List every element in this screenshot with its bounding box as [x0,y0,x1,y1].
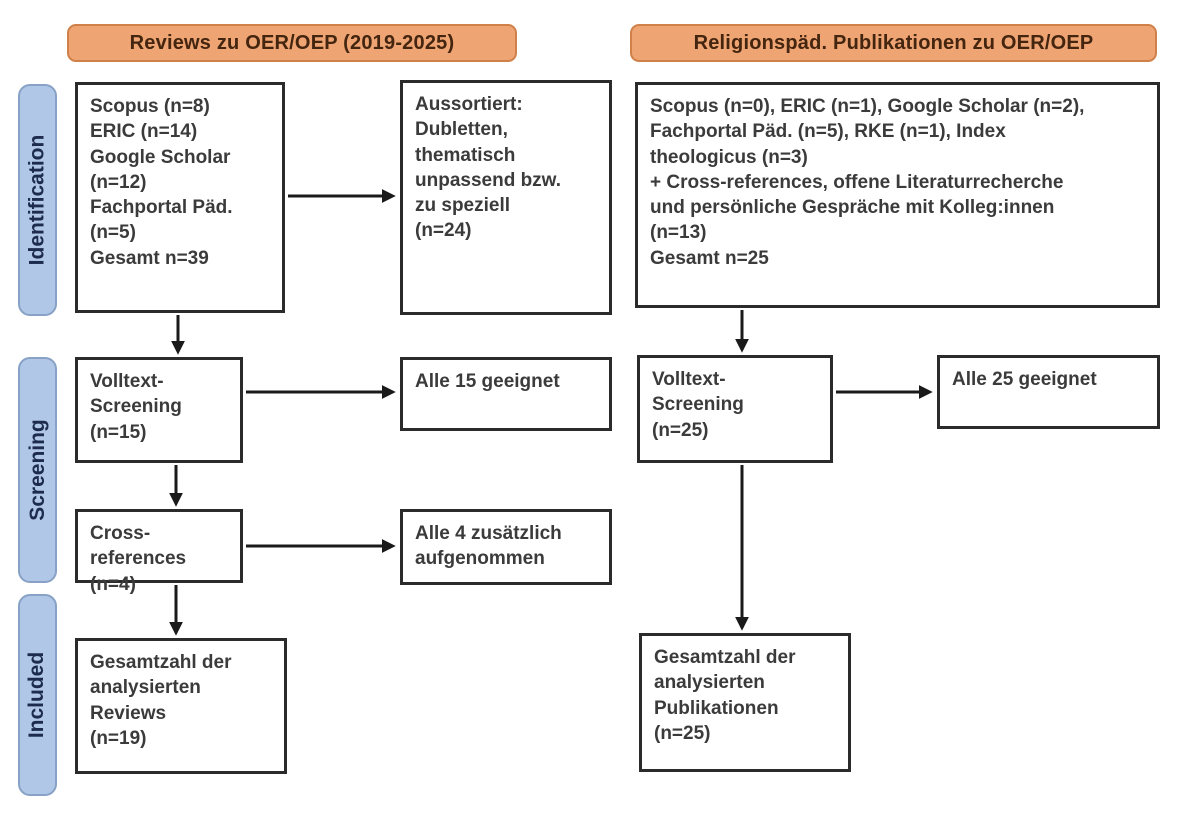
box-left-included-total: Gesamtzahl der analysierten Reviews (n=1… [75,638,287,774]
box-left-cross-references: Cross-references (n=4) [75,509,243,595]
box-left-identification-sources: Scopus (n=8) ERIC (n=14) Google Scholar … [75,82,285,313]
column-header-religionspaed-label: Religionspäd. Publikationen zu OER/OEP [693,31,1094,54]
column-header-reviews: Reviews zu OER/OEP (2019-2025) [67,24,517,62]
box-right-included-total: Gesamtzahl der analysierten Publikatione… [639,633,851,772]
column-header-reviews-label: Reviews zu OER/OEP (2019-2025) [129,31,455,54]
box-left-all-eligible: Alle 15 geeignet [400,357,612,431]
stage-label-screening: Screening [25,419,49,521]
column-header-religionspaed: Religionspäd. Publikationen zu OER/OEP [630,24,1157,62]
stage-label-identification: Identification [25,134,49,266]
box-right-all-eligible: Alle 25 geeignet [937,355,1160,429]
stage-bar-identification: Identification [18,84,57,316]
stage-bar-included: Included [18,594,57,796]
box-left-crossref-added: Alle 4 zusätzlich aufgenommen [400,509,612,585]
box-right-identification-sources: Scopus (n=0), ERIC (n=1), Google Scholar… [635,82,1160,308]
box-left-excluded: Aussortiert: Dubletten, thematisch unpas… [400,80,612,315]
box-right-fulltext-screening: Volltext- Screening (n=25) [637,355,833,463]
stage-bar-screening: Screening [18,357,57,583]
stage-label-included: Included [25,651,49,739]
box-left-fulltext-screening: Volltext- Screening (n=15) [75,357,243,463]
